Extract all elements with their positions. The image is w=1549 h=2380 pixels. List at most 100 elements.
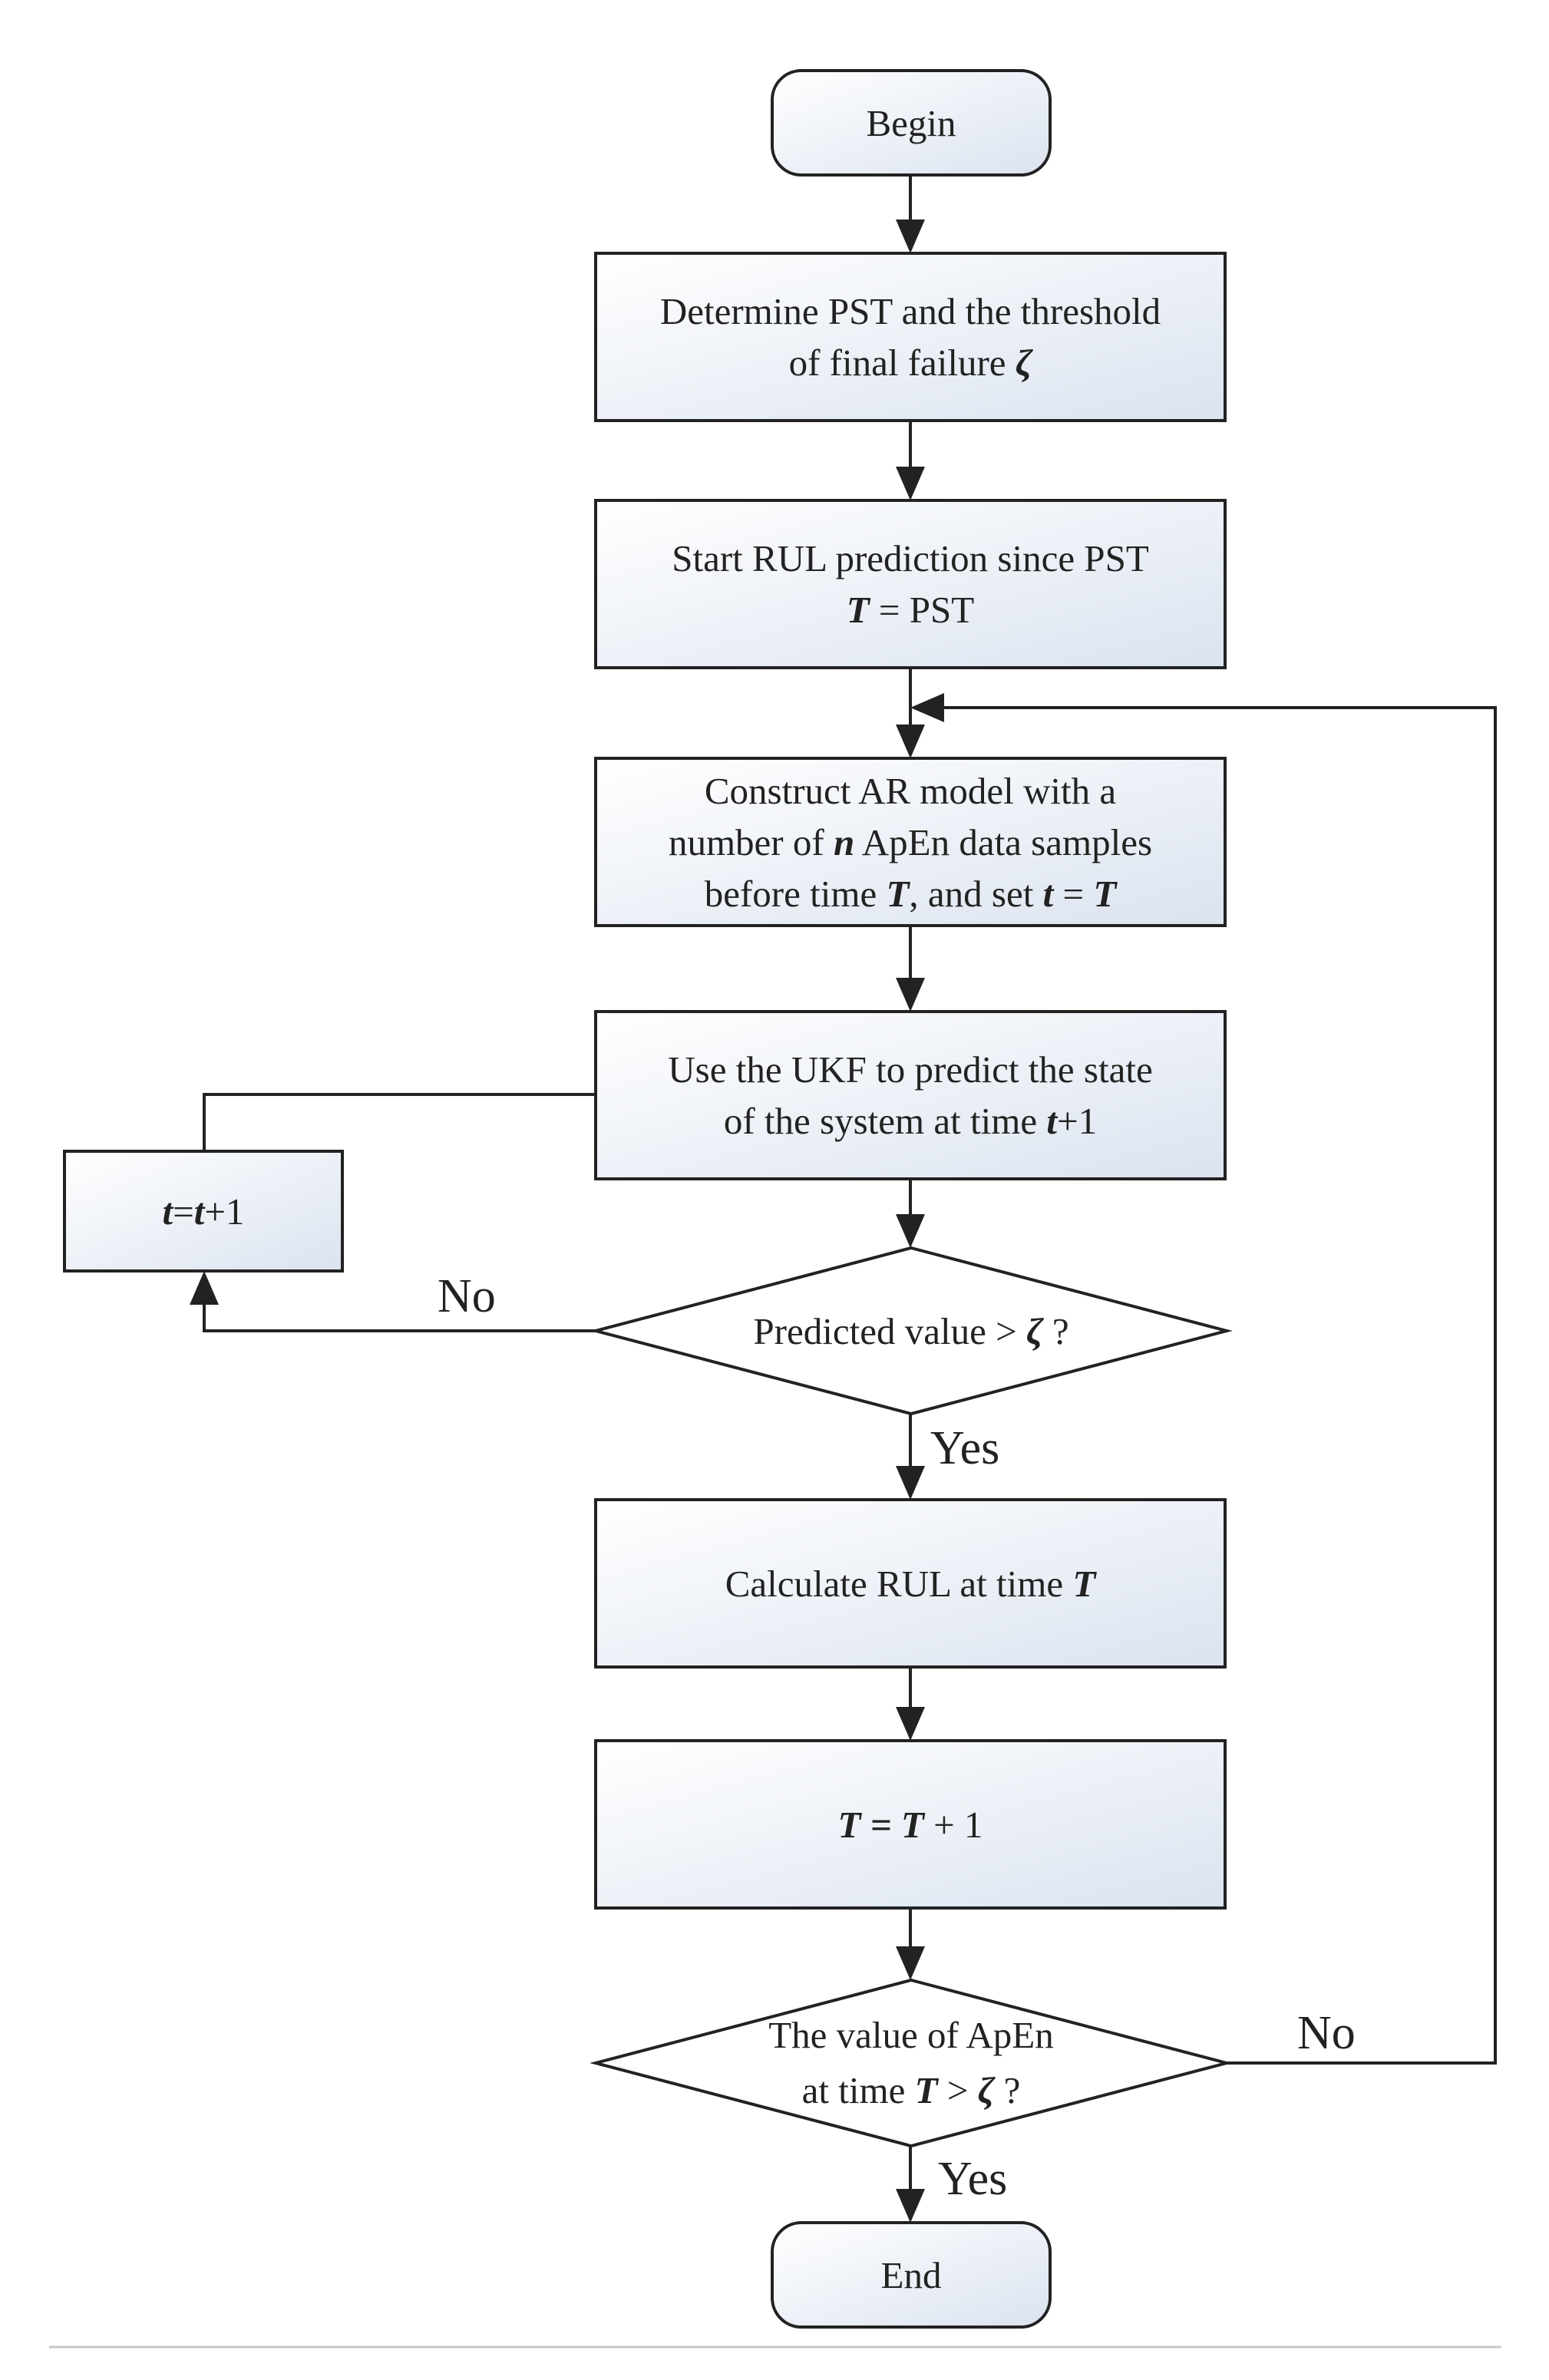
edge-check-apen-no	[910, 693, 1497, 2065]
label-text: Predicted value >	[753, 1309, 1026, 1352]
label-line: at time T > ζ ?	[802, 2063, 1021, 2118]
edge-label-check-apen-yes: Yes	[938, 2153, 1008, 2205]
node-check-pred	[590, 1246, 1233, 1416]
label-math: =	[870, 1803, 892, 1846]
label-math: T	[1072, 1562, 1096, 1605]
label-text: of final failure	[788, 342, 1016, 384]
label-line: of the system at time t+1	[724, 1095, 1097, 1147]
node-check-apen	[590, 1978, 1233, 2148]
label-line: before time T, and set t = T	[705, 868, 1117, 919]
arrowhead	[896, 978, 925, 1012]
edge-increment-t-ukf	[203, 1093, 596, 1151]
label-line: number of n ApEn data samples	[669, 817, 1152, 868]
label-text: , and set	[909, 872, 1043, 915]
label-math: ζ	[977, 2069, 995, 2111]
arrowhead	[190, 1271, 219, 1305]
arrowhead	[896, 1466, 925, 1500]
label-line: Calculate RUL at time T	[725, 1558, 1096, 1609]
label-text: = PST	[869, 589, 975, 631]
edge-label-check-pred-yes: Yes	[930, 1422, 1000, 1474]
node-begin-label: Begin	[777, 71, 1045, 175]
arrowhead	[896, 2189, 925, 2223]
edge-check-pred-no	[190, 1271, 596, 1332]
node-calc-rul-label: Calculate RUL at time T	[600, 1500, 1220, 1667]
arrowhead	[896, 1946, 925, 1980]
label-math: T	[1093, 872, 1117, 915]
edge-determine-start	[896, 421, 925, 500]
node-construct	[594, 757, 1227, 927]
node-increment-t	[63, 1150, 344, 1273]
node-check-pred-label: Predicted value > ζ ?	[596, 1248, 1227, 1414]
label-text: Start RUL prediction since PST	[672, 537, 1149, 579]
label-text	[892, 1804, 901, 1846]
label-line: Construct AR model with a	[705, 765, 1116, 817]
label-text: +1	[204, 1190, 245, 1233]
node-check-apen-label: The value of ApEn at time T > ζ ?	[596, 1980, 1227, 2146]
label-text: ?	[1042, 1309, 1069, 1352]
arrowhead	[896, 467, 925, 500]
label-math: t	[1046, 1100, 1057, 1142]
label-text: The value of ApEn	[768, 2014, 1054, 2056]
label-line: The value of ApEn	[768, 2008, 1053, 2063]
label-math: ζ	[1026, 1309, 1043, 1352]
node-start-label: Start RUL prediction since PST T = PST	[600, 500, 1220, 668]
node-increment-T	[594, 1739, 1227, 1910]
node-increment-T-label: T = T + 1	[600, 1741, 1220, 1908]
edge-check-apen-yes	[896, 2146, 925, 2223]
label-text: + 1	[923, 1803, 983, 1846]
label-text: =	[173, 1190, 194, 1233]
label-text: ?	[994, 2069, 1021, 2111]
label-text: of the system at time	[723, 1100, 1047, 1142]
edge-begin-determine	[896, 175, 925, 253]
arrowhead	[910, 693, 944, 722]
edge-start-construct	[896, 668, 925, 758]
edge-label-check-pred-no: No	[438, 1270, 496, 1322]
label-math: T	[846, 589, 870, 631]
node-start	[594, 499, 1227, 669]
label-text: number of	[668, 820, 834, 863]
node-determine	[594, 252, 1227, 422]
label-line: Predicted value > ζ ?	[753, 1306, 1068, 1357]
label-text: ApEn data samples	[854, 820, 1153, 863]
edge-label-check-apen-no: No	[1297, 2007, 1356, 2059]
label-text: End	[880, 2253, 942, 2296]
edge-increment-T-check-apen	[896, 1908, 925, 1980]
label-line: Begin	[866, 97, 956, 149]
arrowhead	[896, 220, 925, 253]
label-line: of final failure ζ	[789, 337, 1032, 388]
label-text: Determine PST and the threshold	[659, 290, 1161, 332]
node-determine-label: Determine PST and the threshold of final …	[600, 253, 1220, 421]
label-line: End	[881, 2250, 942, 2301]
label-text: +1	[1056, 1100, 1098, 1142]
label-text: before time	[704, 872, 887, 915]
node-begin	[771, 69, 1052, 177]
label-math: t	[1042, 872, 1054, 915]
node-end	[771, 2221, 1052, 2329]
node-calc-rul	[594, 1498, 1227, 1669]
label-line: Determine PST and the threshold	[660, 286, 1161, 337]
arrowhead	[896, 1214, 925, 1248]
node-ukf	[594, 1010, 1227, 1180]
label-math: T	[900, 1803, 924, 1846]
label-line: Start RUL prediction since PST	[672, 533, 1149, 584]
label-text: =	[1053, 872, 1094, 915]
label-text: Calculate RUL at time	[725, 1562, 1073, 1605]
label-text: at time	[801, 2069, 915, 2111]
label-math: t	[193, 1190, 205, 1233]
label-math: T	[914, 2069, 938, 2111]
node-increment-t-label: t=t+1	[69, 1151, 338, 1271]
label-line: T = PST	[847, 584, 975, 635]
label-math: n	[833, 820, 855, 863]
label-math: ζ	[1015, 342, 1032, 384]
node-end-label: End	[777, 2223, 1045, 2327]
label-text: >	[937, 2069, 978, 2111]
edge-ukf-check-pred	[896, 1179, 925, 1248]
edge-construct-ukf	[896, 926, 925, 1012]
label-math: T	[837, 1803, 861, 1846]
label-line: Use the UKF to predict the state	[668, 1044, 1152, 1095]
label-text	[860, 1804, 870, 1846]
label-text: Begin	[866, 101, 956, 144]
